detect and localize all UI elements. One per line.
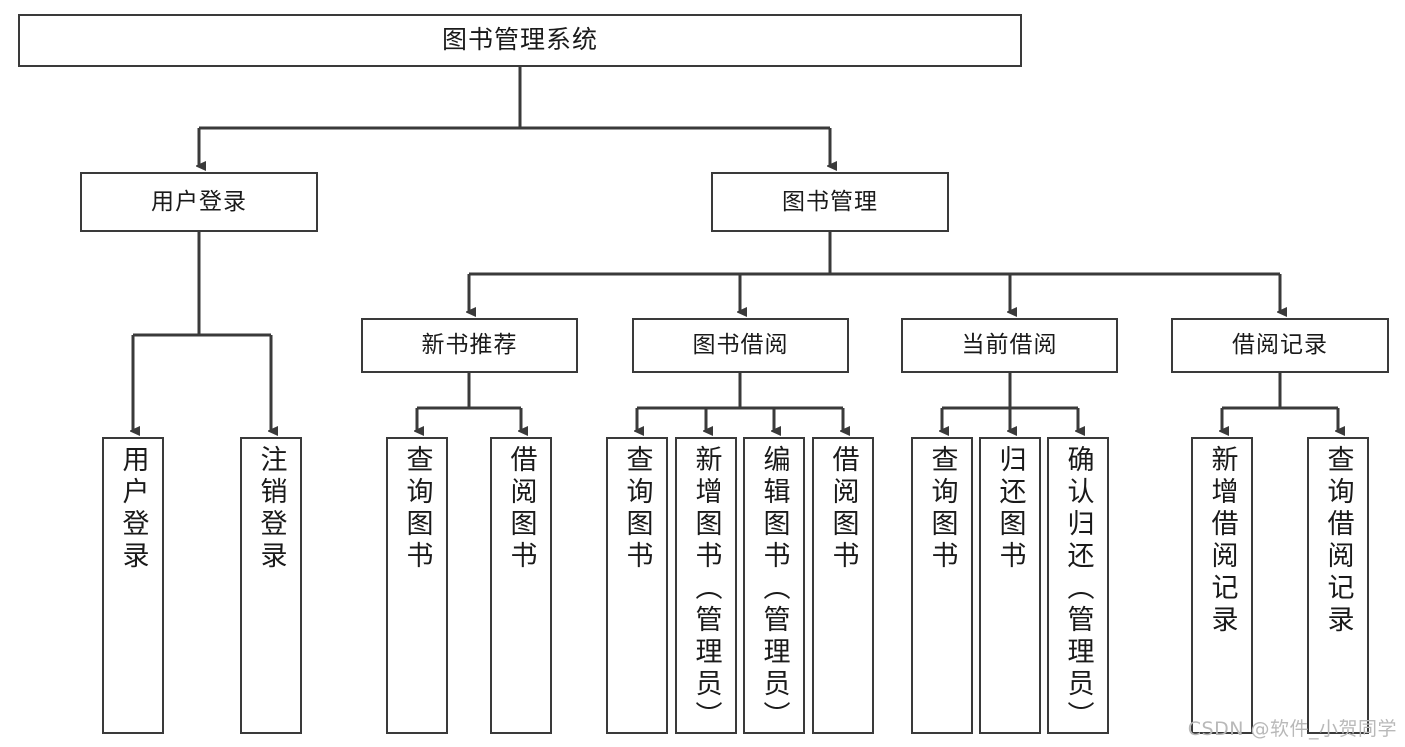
leaf-add-book-admin[interactable]: 新增图书（管理员） (675, 437, 737, 734)
leaf-add-borrow-record[interactable]: 新增借阅记录 (1191, 437, 1253, 734)
leaf-user-login-label: 用户登录 (117, 445, 149, 573)
leaf-query-books-borrow[interactable]: 查询图书 (606, 437, 668, 734)
leaf-query-books-current-label: 查询图书 (926, 445, 958, 573)
node-user-login[interactable]: 用户登录 (80, 172, 318, 232)
node-root-system[interactable]: 图书管理系统 (18, 14, 1022, 67)
leaf-confirm-return-admin-label: 确认归还（管理员） (1062, 445, 1094, 733)
node-current-borrow[interactable]: 当前借阅 (901, 318, 1118, 373)
node-current-borrow-label: 当前借阅 (961, 332, 1058, 359)
node-book-management[interactable]: 图书管理 (711, 172, 949, 232)
leaf-query-borrow-record[interactable]: 查询借阅记录 (1307, 437, 1369, 734)
node-new-book-recommend[interactable]: 新书推荐 (361, 318, 578, 373)
node-book-borrow-label: 图书借阅 (692, 332, 789, 359)
leaf-query-books-borrow-label: 查询图书 (621, 445, 653, 573)
leaf-logout-label: 注销登录 (255, 445, 287, 573)
leaf-return-books-label: 归还图书 (994, 445, 1026, 573)
node-new-book-recommend-label: 新书推荐 (421, 332, 518, 359)
node-book-management-label: 图书管理 (782, 188, 878, 215)
leaf-logout[interactable]: 注销登录 (240, 437, 302, 734)
csdn-watermark: CSDN @软件_小贺同学 (1187, 718, 1397, 740)
leaf-borrow-books-recommend-label: 借阅图书 (505, 445, 537, 573)
leaf-edit-book-admin-label: 编辑图书（管理员） (758, 445, 790, 733)
node-book-borrow[interactable]: 图书借阅 (632, 318, 849, 373)
leaf-add-book-admin-label: 新增图书（管理员） (690, 445, 722, 733)
leaf-query-books-current[interactable]: 查询图书 (911, 437, 973, 734)
node-borrow-record[interactable]: 借阅记录 (1171, 318, 1389, 373)
leaf-user-login[interactable]: 用户登录 (102, 437, 164, 734)
leaf-borrow-books[interactable]: 借阅图书 (812, 437, 874, 734)
leaf-query-borrow-record-label: 查询借阅记录 (1322, 445, 1354, 637)
node-user-login-label: 用户登录 (151, 188, 247, 215)
leaf-confirm-return-admin[interactable]: 确认归还（管理员） (1047, 437, 1109, 734)
node-root-system-label: 图书管理系统 (441, 25, 598, 55)
leaf-add-borrow-record-label: 新增借阅记录 (1206, 445, 1238, 637)
leaf-return-books[interactable]: 归还图书 (979, 437, 1041, 734)
leaf-query-books-recommend-label: 查询图书 (401, 445, 433, 573)
node-borrow-record-label: 借阅记录 (1232, 332, 1328, 359)
leaf-edit-book-admin[interactable]: 编辑图书（管理员） (743, 437, 805, 734)
leaf-query-books-recommend[interactable]: 查询图书 (386, 437, 448, 734)
leaf-borrow-books-recommend[interactable]: 借阅图书 (490, 437, 552, 734)
leaf-borrow-books-label: 借阅图书 (827, 445, 859, 573)
